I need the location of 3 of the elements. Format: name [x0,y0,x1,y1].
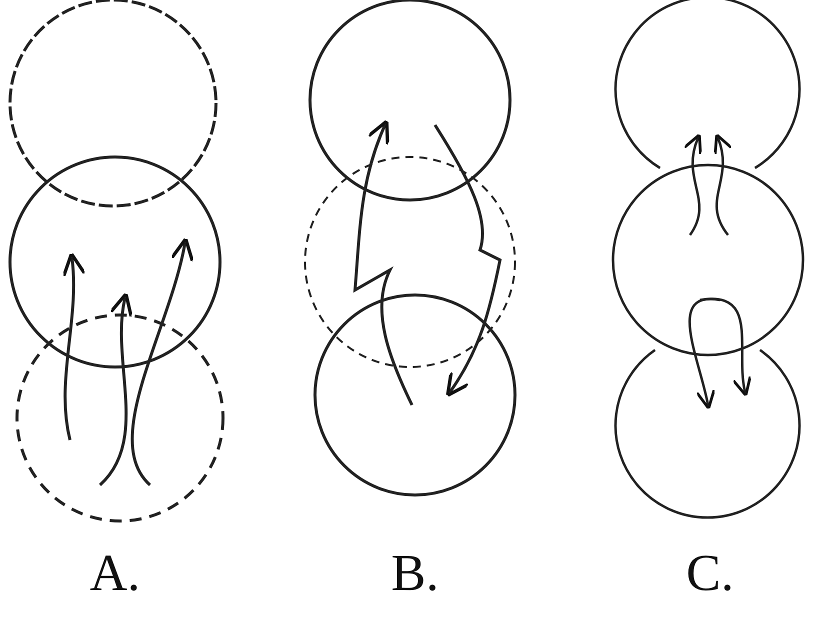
panel-label: A. [90,548,140,600]
panel-label: C. [686,548,734,600]
panel-label: B. [391,548,439,600]
